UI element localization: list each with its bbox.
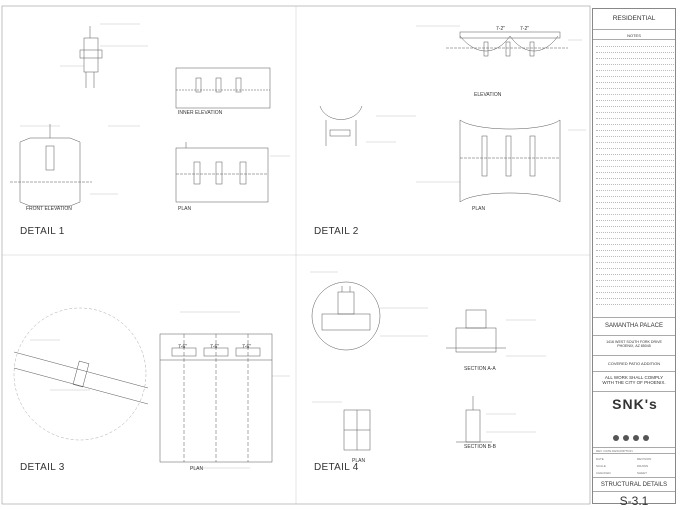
detail-2-label: DETAIL 2: [314, 226, 359, 237]
detail-4-label: DETAIL 4: [314, 462, 359, 473]
detail-2-dimension: 7-2": [520, 26, 530, 32]
detail-2-elevation-label: ELEVATION: [474, 92, 502, 98]
detail-4-section-b-label: SECTION B-B: [464, 444, 496, 450]
note-line: [596, 175, 674, 179]
note-line: [596, 265, 674, 269]
detail-1-drawing: [10, 23, 290, 207]
revision-field: SHEET: [637, 471, 648, 475]
detail-1-label: DETAIL 1: [20, 226, 65, 237]
note-line: [596, 163, 674, 167]
detail-2-dimension: 7-2": [496, 26, 506, 32]
note-line: [596, 205, 674, 209]
detail-3-dimension: 7-6": [242, 344, 252, 350]
note-line: [596, 55, 674, 59]
detail-4-plan-label: PLAN: [352, 458, 366, 464]
revision-heading: REV. DATE DESCRIPTION: [596, 449, 633, 453]
client-name: SAMANTHA PALACE: [605, 323, 663, 329]
social-icon: [643, 435, 649, 441]
note-line: [596, 277, 674, 281]
detail-3-dimension: 7-6": [178, 344, 188, 350]
note-line: [596, 115, 674, 119]
note-line: [596, 289, 674, 293]
note-line: [596, 169, 674, 173]
detail-2-drawing: [319, 25, 586, 203]
note-line: [596, 283, 674, 287]
note-line: [596, 217, 674, 221]
note-line: [596, 97, 674, 101]
note-line: [596, 103, 674, 107]
note-line: [596, 67, 674, 71]
note-line: [596, 121, 674, 125]
detail-3-label: DETAIL 3: [20, 462, 65, 473]
note-line: [596, 301, 674, 305]
revision-field: CHECKED: [596, 471, 611, 475]
note-line: [596, 247, 674, 251]
detail-3-plan-label: PLAN: [190, 466, 204, 472]
note-line: [596, 151, 674, 155]
sheet-title: STRUCTURAL DETAILS: [600, 482, 668, 488]
note-line: [596, 49, 674, 53]
revision-field: SCALE: [596, 464, 606, 468]
note-line: [596, 223, 674, 227]
note-line: [596, 145, 674, 149]
note-line: [596, 193, 674, 197]
firm-logo: SNK's: [612, 396, 658, 412]
social-icon: [623, 435, 629, 441]
note-line: [596, 133, 674, 137]
revision-field: DRAWN: [637, 464, 649, 468]
detail-4-drawing: [310, 271, 546, 451]
note-line: [596, 187, 674, 191]
title-block: RESIDENTIAL NOTES SAMANTHA PALACE 1416 W…: [592, 8, 676, 508]
note-line: [596, 259, 674, 263]
project-type: RESIDENTIAL: [612, 15, 656, 22]
note-line: [596, 295, 674, 299]
note-line: [596, 139, 674, 143]
revision-field: REVISION: [637, 457, 652, 461]
detail-4-section-a-label: SECTION A-A: [464, 366, 496, 372]
detail-1-front-elevation-label: FRONT ELEVATION: [26, 206, 72, 212]
notes-heading: NOTES: [627, 33, 641, 38]
social-icon: [633, 435, 639, 441]
note-line: [596, 199, 674, 203]
note-line: [596, 109, 674, 113]
detail-3-drawing: [13, 307, 290, 469]
note-line: [596, 271, 674, 275]
social-icon: [613, 435, 619, 441]
note-line: [596, 79, 674, 83]
note-line: [596, 235, 674, 239]
note-line: [596, 61, 674, 65]
project-description: COVERED PATIO ADDITION: [607, 361, 661, 366]
note-line: [596, 229, 674, 233]
note-line: [596, 127, 674, 131]
note-line: [596, 73, 674, 77]
note-line: [596, 91, 674, 95]
note-line: [596, 85, 674, 89]
detail-3-dimension: 7-6": [210, 344, 220, 350]
detail-1-inner-elevation-label: INNER ELEVATION: [178, 110, 223, 116]
note-line: [596, 241, 674, 245]
note-line: [596, 157, 674, 161]
note-line: [596, 181, 674, 185]
sheet-number: S-3.1: [619, 494, 649, 508]
note-line: [596, 253, 674, 257]
detail-2-plan-label: PLAN: [472, 206, 486, 212]
detail-1-plan-label: PLAN: [178, 206, 192, 212]
revision-field: DATE: [596, 457, 604, 461]
note-line: [596, 211, 674, 215]
compliance-note: ALL WORK SHALL COMPLY WITH THE CITY OF P…: [602, 375, 666, 385]
note-line: [596, 43, 674, 47]
project-address: 1416 WEST SOUTH FORK DRIVE PHOENIX, AZ 8…: [606, 340, 662, 348]
